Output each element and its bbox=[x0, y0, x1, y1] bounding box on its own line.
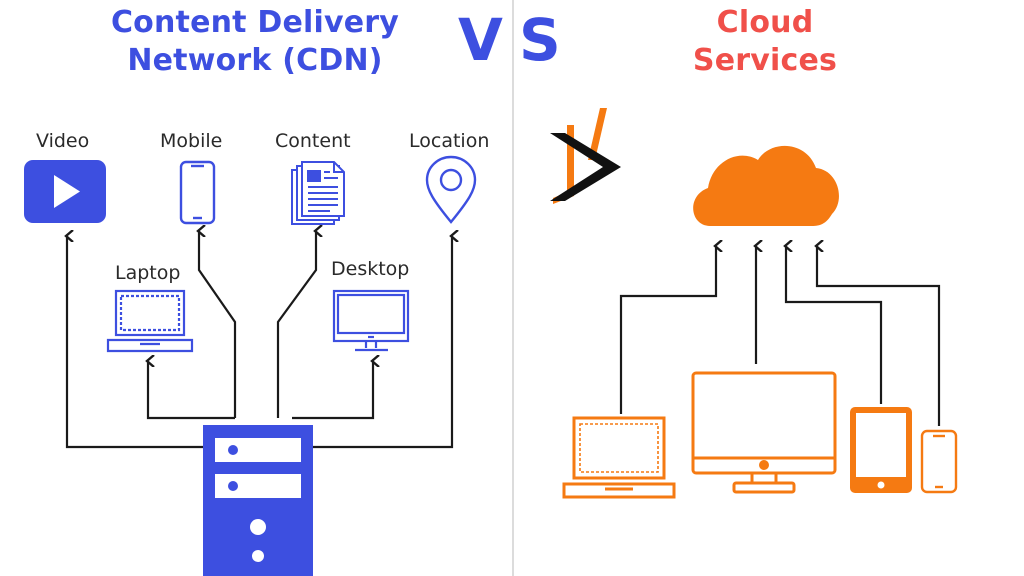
map-pin-icon bbox=[425, 155, 477, 224]
monitor-icon bbox=[332, 289, 410, 352]
label-content: Content bbox=[275, 130, 351, 152]
smartphone-icon bbox=[920, 429, 958, 494]
tablet-icon bbox=[850, 407, 912, 493]
laptop-icon bbox=[106, 289, 194, 353]
arrow-to-video bbox=[67, 236, 203, 449]
cdn-arrows bbox=[67, 231, 452, 449]
cdn-title: Content Delivery Network (CDN) bbox=[60, 4, 450, 80]
arrow-to-location bbox=[313, 236, 452, 449]
arrow-to-mobile bbox=[199, 231, 237, 418]
cloud-title-line2: Services bbox=[692, 43, 838, 78]
cloud-title: Cloud Services bbox=[630, 4, 900, 80]
smartphone-icon bbox=[179, 160, 216, 225]
cloud-title-line1: Cloud bbox=[716, 5, 814, 40]
label-video: Video bbox=[36, 130, 90, 152]
label-mobile: Mobile bbox=[160, 130, 223, 152]
laptop-icon bbox=[562, 416, 676, 499]
cdn-title-line2: Network (CDN) bbox=[127, 43, 383, 78]
arrow-laptop-to-cloud bbox=[619, 246, 716, 414]
cloud-arrows bbox=[619, 246, 941, 426]
arrow-to-desktop bbox=[292, 361, 373, 420]
vs-letter-s: S bbox=[519, 6, 561, 74]
arrow-to-laptop bbox=[148, 361, 235, 420]
arrow-phone-to-cloud bbox=[817, 246, 941, 426]
document-icon bbox=[291, 161, 345, 225]
play-button-icon bbox=[24, 160, 106, 223]
label-location: Location bbox=[409, 130, 490, 152]
monitor-icon bbox=[691, 371, 837, 494]
label-desktop: Desktop bbox=[331, 258, 410, 280]
label-laptop: Laptop bbox=[115, 262, 181, 284]
cdn-title-line1: Content Delivery bbox=[110, 5, 400, 40]
server-icon bbox=[203, 425, 313, 576]
vs-letter-v: V bbox=[458, 6, 503, 74]
arrow-to-content bbox=[276, 231, 316, 418]
cloud-icon bbox=[693, 145, 839, 226]
arrow-tablet-to-cloud bbox=[786, 246, 883, 404]
brand-logo bbox=[550, 108, 621, 204]
